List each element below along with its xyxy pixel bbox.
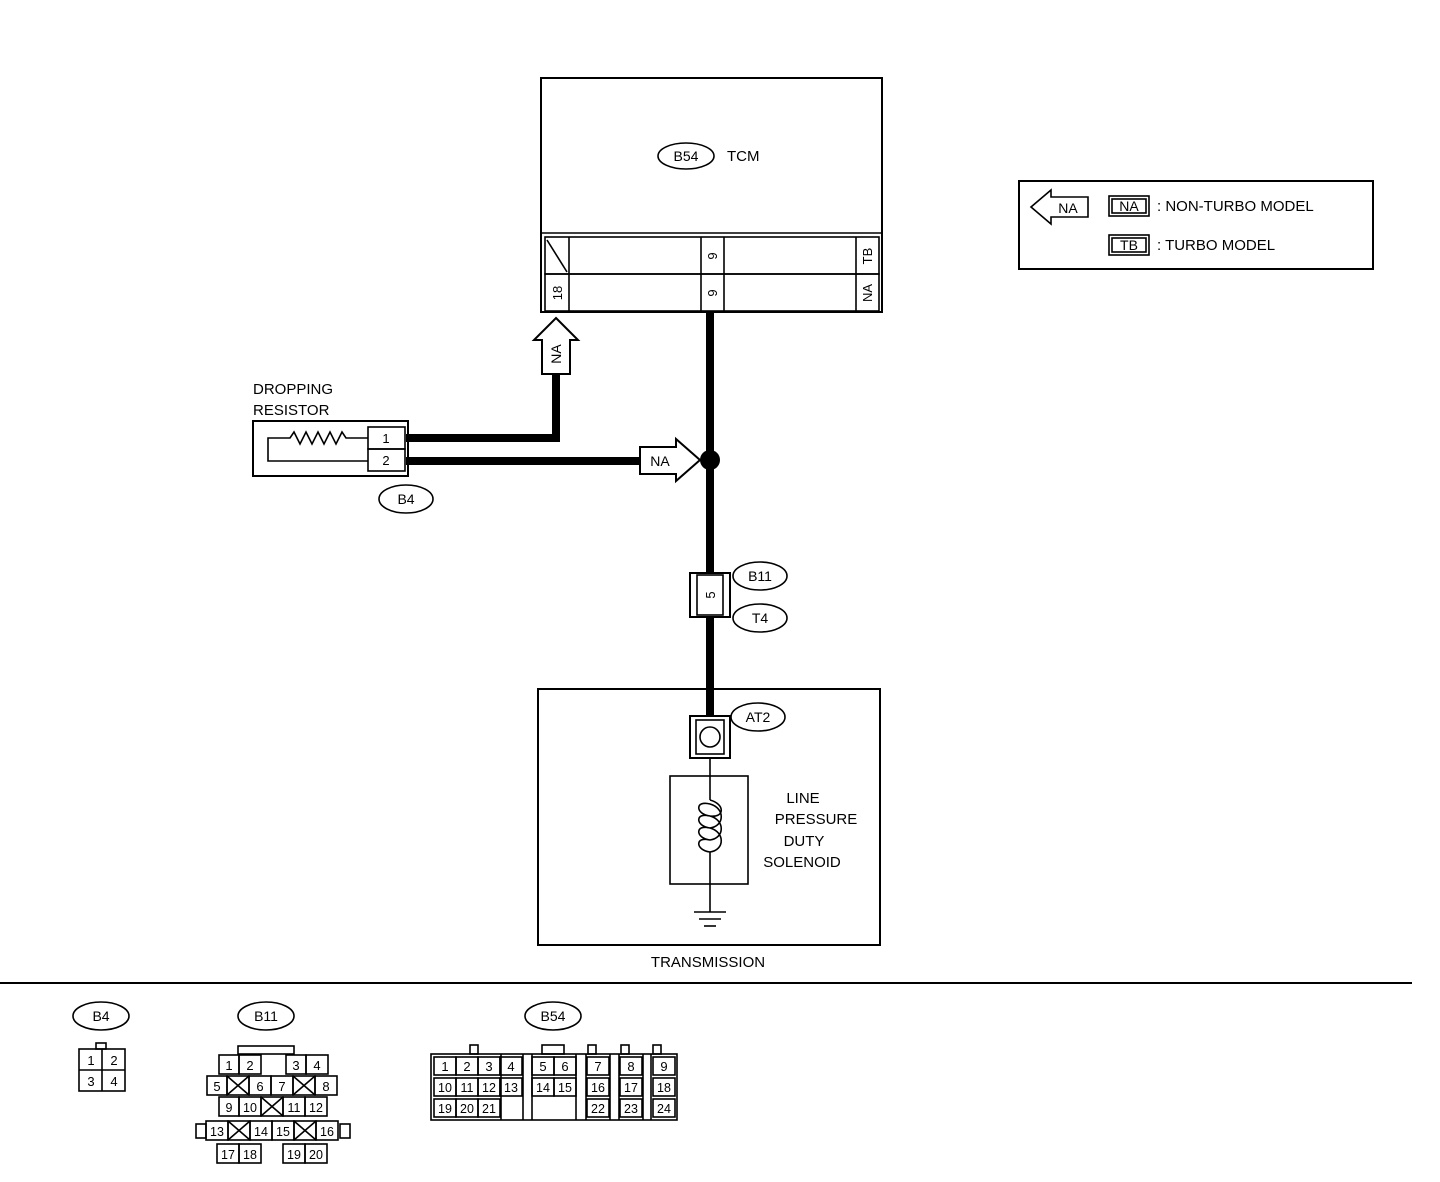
resistor-pin-2: 2 <box>382 453 389 468</box>
b54-view-pin: 24 <box>657 1102 671 1116</box>
resistor-label-line2: RESISTOR <box>253 402 330 419</box>
b4-pin: 1 <box>87 1053 94 1068</box>
b54-view-pin: 20 <box>460 1102 474 1116</box>
b11-view-pin: 16 <box>320 1125 334 1139</box>
b11-view-pin: 19 <box>287 1148 301 1162</box>
b11-view-pin: 1 <box>225 1058 232 1073</box>
b54-view-pin: 15 <box>558 1081 572 1095</box>
b11-view-pin: 15 <box>276 1125 290 1139</box>
b11-code: B11 <box>748 568 772 584</box>
b54-view-pin: 7 <box>594 1059 601 1074</box>
b54-view-pin: 6 <box>561 1059 568 1074</box>
resistor-pin-1: 1 <box>382 431 389 446</box>
solenoid-label-4: SOLENOID <box>763 854 841 871</box>
dropping-resistor: DROPPING RESISTOR 1 2 B4 <box>252 381 434 514</box>
b11-view-pin: 12 <box>309 1101 323 1115</box>
na-arrow-right-label: NA <box>650 453 670 469</box>
b11-view-pin: 10 <box>243 1101 257 1115</box>
b11-view-pin: 14 <box>254 1125 268 1139</box>
b11-view-pin: 9 <box>226 1101 233 1115</box>
tcm-connector-code: B54 <box>674 148 699 164</box>
legend-na-text: : NON-TURBO MODEL <box>1157 198 1314 215</box>
b54-view-pin: 8 <box>627 1059 634 1074</box>
legend: NA NA : NON-TURBO MODEL TB : TURBO MODEL <box>1018 180 1374 270</box>
tcm-pin-9-tb: 9 <box>705 252 720 259</box>
solenoid-label-2: PRESSURE <box>775 811 858 828</box>
resistor-label-line1: DROPPING <box>253 381 333 398</box>
resistor-symbol <box>267 430 368 462</box>
b11-view-pin: 13 <box>210 1125 224 1139</box>
b54-view-code: B54 <box>541 1008 566 1024</box>
b54-view-pin: 21 <box>482 1102 496 1116</box>
b11-view-pin: 17 <box>221 1148 235 1162</box>
transmission-unit: AT2 LINE PRESSURE DUTY SOLENOID TRANSMIS… <box>537 688 881 971</box>
b54-view-pin: 5 <box>539 1059 546 1074</box>
b11-view-pin: 20 <box>309 1148 323 1162</box>
b11-view-code: B11 <box>254 1008 278 1024</box>
solenoid-label-1: LINE <box>786 790 819 807</box>
b11-view-pin: 8 <box>322 1079 329 1094</box>
b11-view-pin: 5 <box>213 1079 220 1094</box>
wires <box>406 312 720 716</box>
b54-view-pin: 1 <box>441 1059 448 1074</box>
b54-view-pin: 16 <box>591 1081 605 1095</box>
b54-view-pin: 2 <box>463 1059 470 1074</box>
transmission-label: TRANSMISSION <box>651 954 765 971</box>
tcm-tag-tb: TB <box>860 248 875 265</box>
b54-view-pin: 10 <box>438 1081 452 1095</box>
legend-tb-code: TB <box>1120 237 1138 253</box>
tcm-label: TCM <box>727 148 760 165</box>
b54-view-pin: 12 <box>482 1081 496 1095</box>
b54-view-pin: 19 <box>438 1102 452 1116</box>
b4-view-code: B4 <box>92 1008 109 1024</box>
tcm-pin-9-na: 9 <box>705 289 720 296</box>
splice-point <box>700 450 720 470</box>
solenoid-coil <box>697 799 723 853</box>
solenoid-label-3: DUTY <box>784 833 825 850</box>
b11-view-pin: 2 <box>246 1058 253 1073</box>
b11-pin-5: 5 <box>703 591 718 598</box>
connector-view-b54: B54 <box>430 1001 678 1121</box>
t4-code: T4 <box>752 610 769 626</box>
b54-view-pin: 18 <box>657 1081 671 1095</box>
connector-b11-inline: 5 B11 T4 <box>689 561 788 633</box>
tcm-unit: B54 TCM 9 9 18 TB NA <box>540 77 883 313</box>
b11-view-pin: 4 <box>313 1058 320 1073</box>
resistor-connector-code: B4 <box>397 491 414 507</box>
b54-view-pin: 17 <box>624 1081 638 1095</box>
b4-pin: 4 <box>110 1074 117 1089</box>
b11-view-pin: 6 <box>256 1079 263 1094</box>
legend-na-code: NA <box>1119 198 1139 214</box>
tcm-pin-18: 18 <box>550 286 565 300</box>
b54-view-pin: 14 <box>536 1081 550 1095</box>
b11-view-pin: 3 <box>292 1058 299 1073</box>
b4-pin: 3 <box>87 1074 94 1089</box>
na-arrow-right: NA <box>639 436 702 484</box>
b54-view-pin: 3 <box>485 1059 492 1074</box>
na-arrow-up-label: NA <box>548 344 564 364</box>
legend-arrow-label: NA <box>1058 200 1078 216</box>
b54-view-pin: 9 <box>660 1059 667 1074</box>
b54-view-pin: 4 <box>507 1059 514 1074</box>
connector-view-b11: B11 <box>195 1001 351 1164</box>
tcm-tag-na: NA <box>860 284 875 302</box>
na-arrow-up: NA <box>531 316 581 375</box>
at2-code: AT2 <box>746 709 771 725</box>
b11-view-pin: 11 <box>288 1101 301 1115</box>
b11-view-pin: 7 <box>278 1079 285 1094</box>
b54-view-pin: 13 <box>504 1081 518 1095</box>
b54-view-pin: 22 <box>591 1102 605 1116</box>
connector-view-b4: B4 1 2 3 4 <box>72 1001 130 1092</box>
b54-view-pin: 23 <box>624 1102 638 1116</box>
b11-view-pin: 18 <box>243 1148 257 1162</box>
b4-pin: 2 <box>110 1053 117 1068</box>
legend-tb-text: : TURBO MODEL <box>1157 237 1275 254</box>
b54-view-pin: 11 <box>461 1081 474 1095</box>
